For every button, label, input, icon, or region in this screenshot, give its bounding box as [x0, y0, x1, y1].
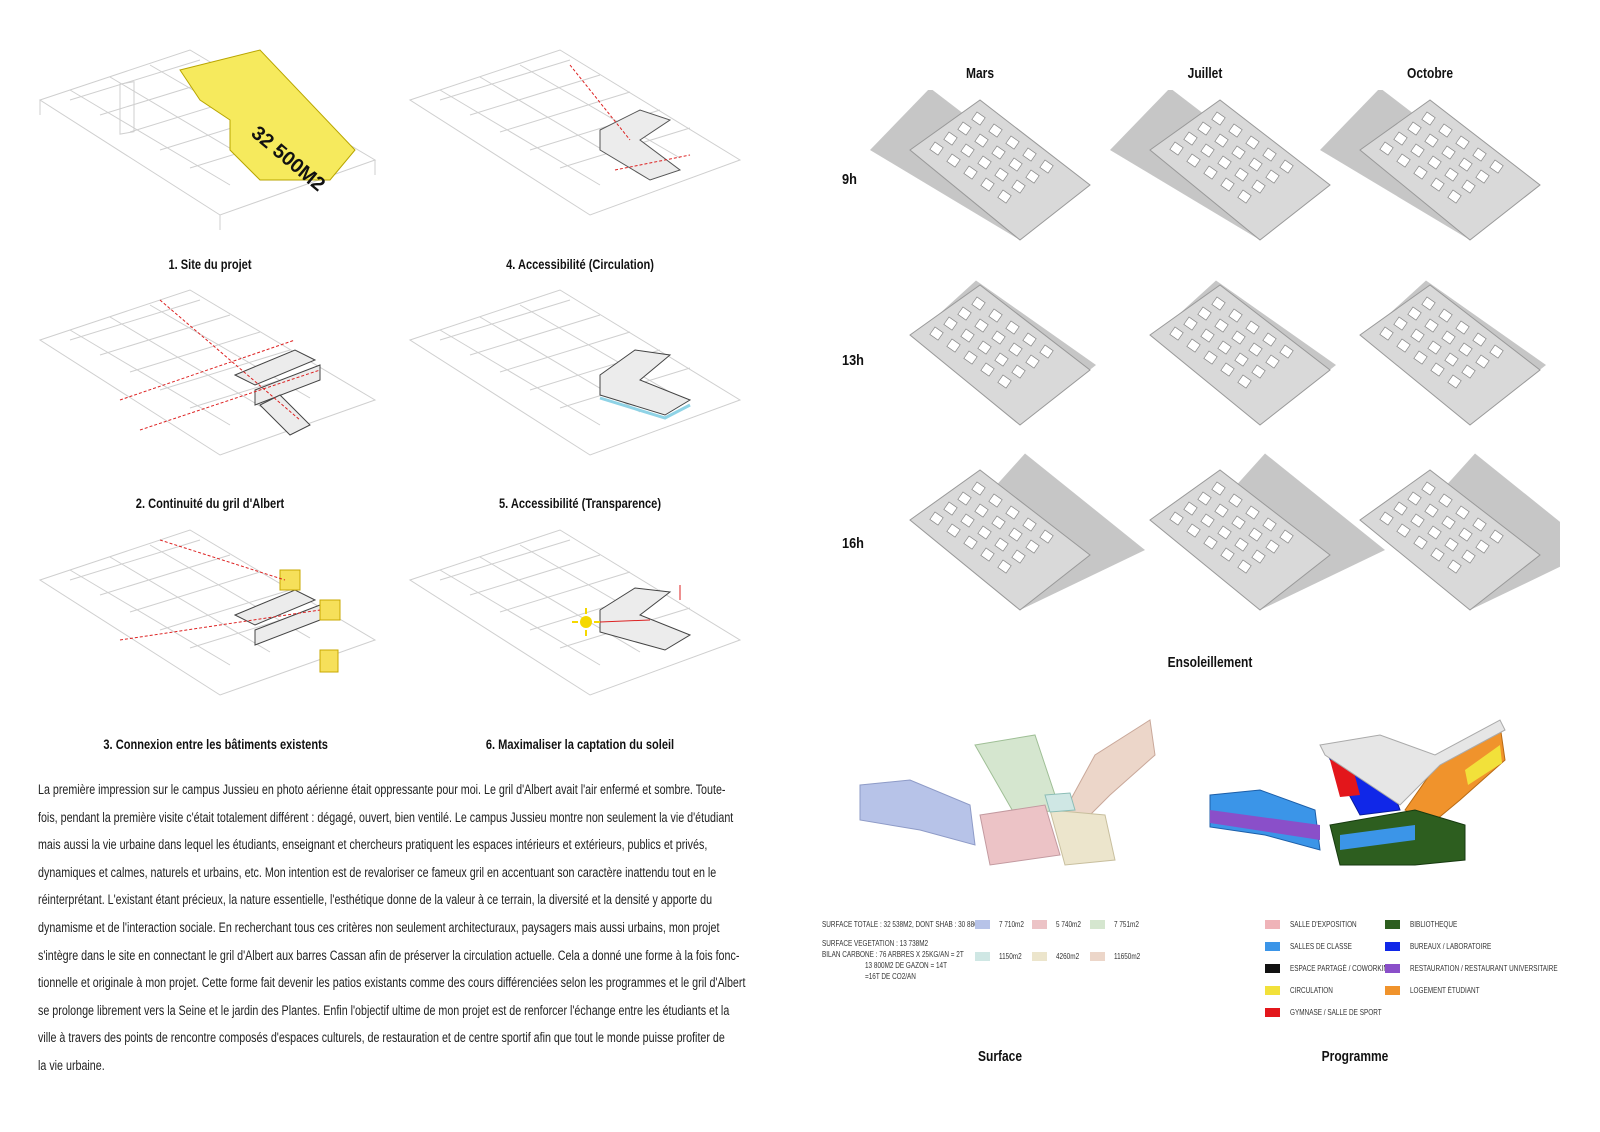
surface-swatch — [1032, 920, 1047, 929]
surface-value: 1150m2 — [999, 952, 1022, 961]
programme-swatch — [1385, 986, 1400, 995]
programme-swatch — [1385, 942, 1400, 951]
programme-swatch — [1265, 942, 1280, 951]
programme-swatch — [1265, 920, 1280, 929]
sun-study-plan — [870, 90, 1091, 241]
hour-13h: 13h — [842, 352, 864, 369]
paragraph-line: dynamisme et de l'interaction sociale. E… — [38, 919, 720, 935]
sun-study-plan — [1149, 280, 1336, 426]
surface-swatch — [975, 952, 990, 961]
surface-note: =16T DE CO2/AN — [865, 972, 916, 981]
surface-wing-yellow — [1049, 809, 1116, 866]
circulation-arrow — [569, 64, 691, 171]
caption-captation-soleil: 6. Maximaliser la captation du soleil — [485, 737, 675, 752]
programme-label: BUREAUX / LABORATOIRE — [1410, 942, 1492, 951]
sun-study-plan — [1359, 280, 1546, 426]
grid-continuity-arrows — [119, 299, 321, 431]
building-volume — [599, 587, 692, 651]
surface-value: 7 751m2 — [1114, 920, 1139, 929]
sun-study-grid — [870, 90, 1560, 611]
programme-title: Programme — [1321, 1048, 1389, 1065]
caption-continuite-gril: 2. Continuité du gril d'Albert — [135, 496, 285, 511]
hour-16h: 16h — [842, 535, 864, 552]
caption-accessibilite-transparence: 5. Accessibilité (Transparence) — [498, 496, 662, 511]
surface-model — [859, 719, 1156, 866]
paragraph-line: fois, pendant la première visite c'était… — [38, 809, 734, 825]
paragraph-line: tionnelle et originale à mon projet. Cet… — [38, 975, 746, 991]
paragraph-line: la vie urbaine. — [38, 1057, 105, 1073]
project-description: La première impression sur le campus Jus… — [38, 776, 750, 1080]
site-diagram-1: 32 500M2 — [38, 49, 377, 230]
sun-study-plan — [1110, 90, 1331, 241]
month-octobre: Octobre — [1406, 65, 1453, 82]
sun-study-plan — [1359, 453, 1560, 611]
programme-swatch — [1385, 920, 1400, 929]
building-volume — [233, 589, 321, 646]
surface-wing-blue — [859, 779, 976, 846]
surface-swatch — [975, 920, 990, 929]
caption-accessibilite-circulation: 4. Accessibilité (Circulation) — [506, 257, 654, 272]
paragraph-line: se prolonge librement vers la Seine et l… — [38, 1002, 730, 1018]
programme-label: LOGEMENT ÉTUDIANT — [1410, 986, 1480, 995]
caption-connexion-batiments: 3. Connexion entre les bâtiments existen… — [103, 737, 328, 752]
circulation-diagram-4 — [408, 49, 742, 216]
programme-label: BIBLIOTHEQUE — [1410, 920, 1458, 929]
surface-wing-peach — [1064, 719, 1156, 826]
programme-model — [1209, 719, 1506, 866]
paragraph-line: mais aussi la vie urbaine dans lequel le… — [38, 837, 708, 853]
caption-site-du-projet: 1. Site du projet — [168, 257, 252, 272]
surface-wing-pink — [979, 804, 1061, 866]
programme-swatch — [1265, 964, 1280, 973]
surface-swatch — [1032, 952, 1047, 961]
surface-patio — [1044, 792, 1076, 813]
surface-title: Surface — [977, 1048, 1023, 1065]
surface-swatch — [1090, 920, 1105, 929]
month-juillet: Juillet — [1187, 65, 1223, 82]
programme-label: SALLE D'EXPOSITION — [1290, 920, 1357, 929]
surface-note: 13 800M2 DE GAZON = 14T — [865, 961, 947, 970]
paragraph-line: réinterprétant. L'existant étant précieu… — [38, 892, 713, 908]
surface-value: 7 710m2 — [999, 920, 1024, 929]
surface-note: SURFACE VEGETATION : 13 738M2 — [822, 939, 929, 948]
existing-building-connectors — [279, 569, 341, 673]
sun-study-plan — [1320, 90, 1541, 241]
transparency-diagram-5 — [408, 289, 742, 456]
connexion-diagram-3 — [38, 529, 377, 696]
programme-label: ESPACE PARTAGÉ / COWORKING — [1290, 964, 1394, 973]
sun-diagram-6 — [408, 529, 742, 696]
surface-note: BILAN CARBONE : 76 ARBRES X 25KG/AN = 2T — [822, 950, 964, 959]
campus-grid-axo — [38, 49, 377, 230]
programme-label: CIRCULATION — [1290, 986, 1333, 995]
paragraph-line: ville à travers des points de rencontre … — [38, 1030, 725, 1046]
sun-study-plan — [909, 453, 1145, 611]
paragraph-line: La première impression sur le campus Jus… — [38, 782, 726, 797]
surface-note: SURFACE TOTALE : 32 538M2, DONT SHAB : 3… — [822, 920, 987, 929]
building-volume — [599, 109, 682, 181]
programme-swatch — [1265, 1008, 1280, 1017]
programme-swatch — [1265, 986, 1280, 995]
programme-label: RESTAURATION / RESTAURANT UNIVERSITAIRE — [1410, 964, 1558, 973]
paragraph-line: dynamiques et calmes, naturels et urbain… — [38, 864, 717, 880]
surface-swatch — [1090, 952, 1105, 961]
programme-swatch — [1385, 964, 1400, 973]
building-volume — [599, 349, 692, 416]
continuity-diagram-2 — [38, 289, 377, 456]
sun-icon — [580, 616, 592, 628]
sun-study-plan — [1149, 453, 1385, 611]
sun-study-title: Ensoleillement — [1167, 654, 1253, 671]
paragraph-line: s'intègre dans le site en connectant le … — [38, 947, 740, 963]
surface-value: 4260m2 — [1056, 952, 1080, 961]
programme-label: GYMNASE / SALLE DE SPORT — [1290, 1008, 1382, 1017]
surface-value: 5 740m2 — [1056, 920, 1081, 929]
transparent-ground-floor — [599, 396, 691, 420]
hour-9h: 9h — [842, 171, 857, 188]
month-mars: Mars — [965, 65, 995, 82]
sun-study-plan — [909, 280, 1096, 426]
surface-value: 11650m2 — [1114, 952, 1141, 961]
programme-label: SALLES DE CLASSE — [1290, 942, 1352, 951]
site-area-highlight — [179, 49, 356, 181]
